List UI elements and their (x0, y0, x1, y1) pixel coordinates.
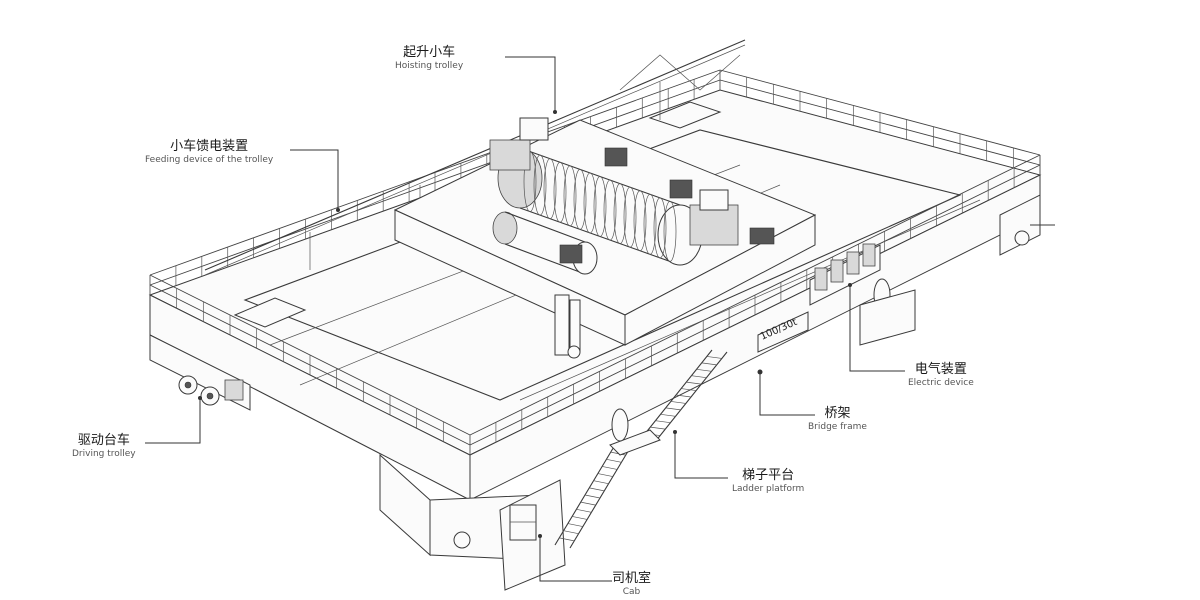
label-driving-trolley: 驱动台车 Driving trolley (72, 433, 136, 459)
hook-block-left (554, 294, 570, 356)
hoist-motor (604, 147, 628, 167)
travel-motor (749, 227, 775, 245)
label-feeding-device: 小车馈电装置 Feeding device of the trolley (145, 139, 274, 165)
deck-hatch-left (233, 297, 307, 328)
ladder-platform (554, 349, 728, 549)
trolley-feeding-rail (204, 39, 746, 276)
operator-cab (499, 479, 566, 591)
aux-motor (559, 244, 583, 264)
label-hoisting-trolley-zh: 起升小车 (403, 45, 456, 60)
label-feeding-device-zh: 小车馈电装置 (170, 139, 249, 154)
hoisting-trolley (393, 117, 817, 359)
label-cab-en: Cab (622, 586, 641, 597)
hoist-drum-aux (492, 211, 598, 275)
driving-trolley (149, 334, 251, 411)
resistor-box-2 (699, 189, 729, 211)
label-hoisting-trolley-en: Hoisting trolley (395, 60, 464, 71)
gearbox-left (489, 139, 531, 171)
label-ladder-platform-en: Ladder platform (732, 483, 805, 494)
resistor-box (519, 117, 549, 141)
label-electric-device: 电气装置 Electric device (908, 362, 974, 388)
leader-lines (145, 56, 905, 582)
label-cab: 司机室 Cab (612, 571, 652, 597)
label-driving-trolley-zh: 驱动台车 (77, 433, 130, 448)
label-bridge-frame-en: Bridge frame (808, 421, 867, 432)
label-bridge-frame: 桥架 Bridge frame (808, 406, 867, 432)
hoist-motor-2 (669, 179, 693, 199)
label-electric-device-en: Electric device (908, 377, 974, 388)
deck-hatch-right (648, 101, 722, 129)
end-carriage-right (999, 194, 1055, 256)
label-driving-trolley-en: Driving trolley (72, 448, 136, 459)
label-bridge-frame-zh: 桥架 (824, 406, 851, 421)
label-ladder-platform: 梯子平台 Ladder platform (732, 468, 805, 494)
label-ladder-platform-zh: 梯子平台 (742, 468, 795, 483)
hook-block-right (569, 299, 581, 353)
label-cab-zh: 司机室 (612, 571, 652, 586)
label-feeding-device-en: Feeding device of the trolley (145, 154, 274, 165)
electric-device (809, 243, 916, 346)
gearbox-right (689, 204, 739, 246)
label-hoisting-trolley: 起升小车 Hoisting trolley (395, 45, 464, 71)
label-electric-device-zh: 电气装置 (914, 362, 967, 377)
